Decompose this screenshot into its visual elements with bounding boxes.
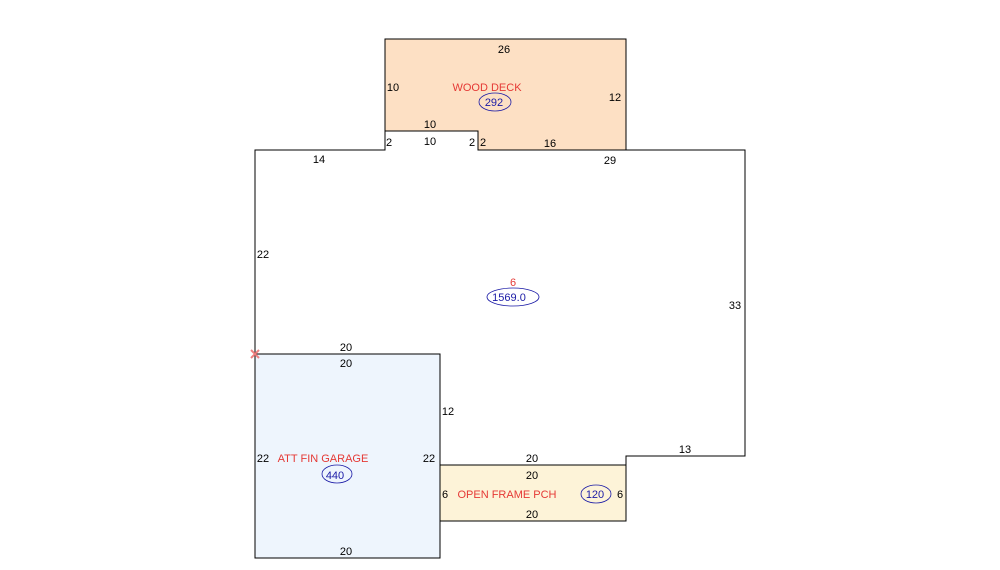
deck-dim-notch-right: 2 bbox=[480, 137, 486, 149]
garage-area-value: 440 bbox=[326, 470, 344, 482]
main-dim-bottom-right: 13 bbox=[679, 444, 691, 456]
deck-dim-inner-top: 10 bbox=[424, 119, 436, 131]
deck-dim-right: 12 bbox=[609, 92, 621, 104]
main-dim-notch-right: 2 bbox=[469, 137, 475, 149]
porch-dim-right: 6 bbox=[617, 489, 623, 501]
porch-dim-left: 6 bbox=[442, 489, 448, 501]
deck-area-value: 292 bbox=[485, 97, 503, 109]
start-point-marker[interactable] bbox=[250, 349, 260, 359]
main-area-ellipse bbox=[486, 287, 540, 307]
garage-dim-left: 22 bbox=[257, 453, 269, 465]
garage-area[interactable] bbox=[254, 353, 441, 559]
garage-area-ellipse bbox=[321, 464, 353, 484]
main-dim-notch-left: 2 bbox=[386, 137, 392, 149]
deck-dim-left: 10 bbox=[387, 82, 399, 94]
deck-dim-top: 26 bbox=[498, 44, 510, 56]
main-dim-left: 22 bbox=[257, 249, 269, 261]
garage-label: ATT FIN GARAGE bbox=[278, 453, 369, 465]
deck-dim-bottom: 16 bbox=[544, 138, 556, 150]
garage-dim-top-outer: 20 bbox=[340, 342, 352, 354]
main-area-value: 1569.0 bbox=[492, 292, 526, 304]
garage-dim-top-inner: 20 bbox=[340, 358, 352, 370]
porch-dim-top-outer: 20 bbox=[526, 453, 538, 465]
main-dim-right: 33 bbox=[729, 300, 741, 312]
garage-dim-right: 22 bbox=[423, 453, 435, 465]
garage-dim-bottom: 20 bbox=[340, 546, 352, 558]
porch-dim-top-inner: 20 bbox=[526, 470, 538, 482]
main-dim-top-right: 29 bbox=[604, 155, 616, 167]
porch-dim-bottom: 20 bbox=[526, 509, 538, 521]
main-dim-top-left: 14 bbox=[313, 154, 325, 166]
porch-area-value: 120 bbox=[586, 489, 604, 501]
porch-area-ellipse bbox=[580, 484, 612, 504]
deck-area-ellipse bbox=[478, 92, 512, 112]
main-dim-garage-side: 12 bbox=[442, 406, 454, 418]
main-label: 6 bbox=[510, 277, 516, 289]
porch-area[interactable] bbox=[439, 464, 627, 522]
main-dim-notch-top: 10 bbox=[424, 136, 436, 148]
deck-label: WOOD DECK bbox=[452, 82, 522, 94]
porch-label: OPEN FRAME PCH bbox=[457, 489, 556, 501]
